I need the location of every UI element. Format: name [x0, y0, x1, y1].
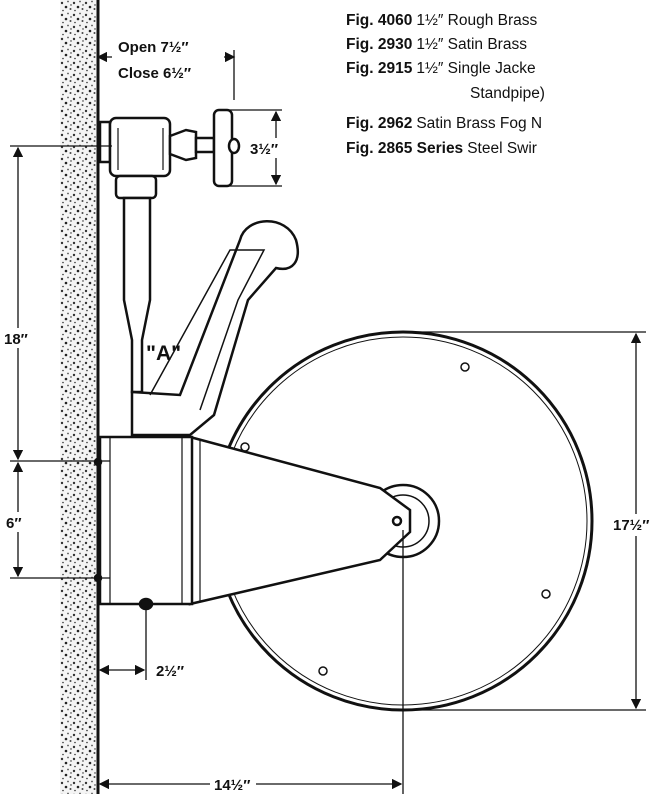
figure-item-continuation: Standpipe) — [470, 85, 545, 102]
close-dimension: Close 6½″ — [118, 65, 191, 82]
arm-label-a: "A" — [146, 342, 181, 365]
angle-valve — [98, 108, 241, 200]
wall — [60, 0, 100, 794]
dimension-labels: Open 7½″ Close 6½″ 3½″ 18″ 6″ 17½″ 2½″ 1… — [0, 36, 655, 794]
open-dimension: Open 7½″ — [118, 39, 189, 56]
depth-2-dimension: 2½″ — [156, 663, 184, 680]
depth-14-dimension: 14½″ — [214, 777, 250, 794]
reel-diameter-dimension: 17½″ — [613, 517, 649, 534]
valve-dimension: 3½″ — [250, 141, 278, 158]
height-6-dimension: 6″ — [6, 515, 22, 532]
swing-arm — [130, 220, 299, 437]
mounting-bracket — [93, 435, 412, 611]
height-18-dimension: 18″ — [4, 331, 28, 348]
